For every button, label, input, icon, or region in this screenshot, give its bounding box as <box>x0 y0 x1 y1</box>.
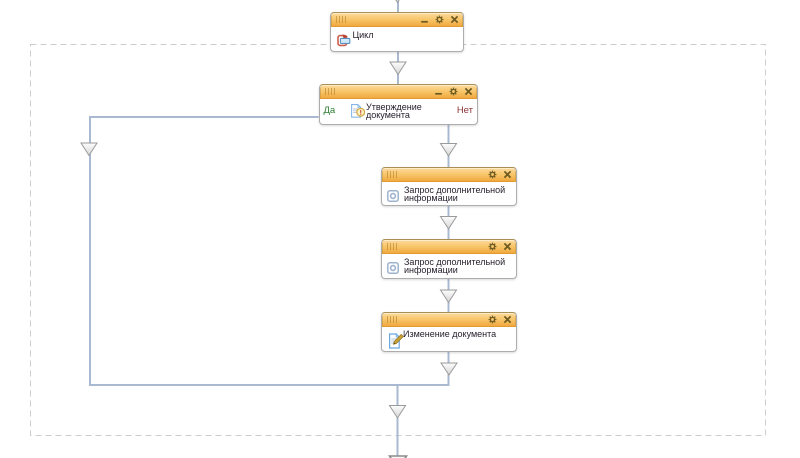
drag-grip-icon[interactable] <box>336 16 346 23</box>
block-request1-label: Запрос дополнительной информации <box>404 184 506 203</box>
task-icon <box>387 190 399 202</box>
arrowhead-request1-to-request2 <box>439 216 458 230</box>
block-request1-titlebar[interactable] <box>382 168 516 182</box>
block-loop-label: Цикл <box>352 30 374 40</box>
block-approve-label: Утверждение документа <box>366 101 422 120</box>
no-branch-label[interactable]: Нет <box>456 105 473 116</box>
task-icon <box>387 262 399 274</box>
yes-branch-label[interactable]: Да <box>323 105 336 116</box>
minimize-icon[interactable] <box>420 15 429 24</box>
block-edit-label: Изменение документа <box>403 328 497 339</box>
arrowhead-loop-to-approval <box>389 61 407 76</box>
settings-icon[interactable] <box>435 15 444 24</box>
close-icon[interactable] <box>503 315 512 324</box>
settings-icon[interactable] <box>488 242 497 251</box>
block-request2-titlebar[interactable] <box>382 240 516 254</box>
arrowhead-edit-down <box>440 362 458 376</box>
block-loop-titlebar[interactable] <box>331 13 463 27</box>
block-edit-document[interactable]: Изменение документа <box>381 312 517 352</box>
arrowhead-yes-branch <box>80 142 98 157</box>
close-icon[interactable] <box>503 242 512 251</box>
arrowhead-no-to-request1 <box>439 143 458 157</box>
block-approve-titlebar[interactable] <box>320 85 477 99</box>
drag-grip-icon[interactable] <box>387 243 397 250</box>
close-icon[interactable] <box>503 170 512 179</box>
arrowhead-request2-to-edit <box>439 289 458 304</box>
loop-icon <box>337 34 351 47</box>
block-request2-label: Запрос дополнительной информации <box>404 256 506 275</box>
drag-grip-icon[interactable] <box>387 171 397 178</box>
arrowhead-loop-exit <box>388 405 407 419</box>
block-edit-titlebar[interactable] <box>382 313 516 327</box>
block-loop[interactable]: Цикл <box>330 12 464 52</box>
drag-grip-icon[interactable] <box>325 88 335 95</box>
close-icon[interactable] <box>450 15 459 24</box>
minimize-icon[interactable] <box>434 87 443 96</box>
block-request-info-2[interactable]: Запрос дополнительной информации <box>381 239 517 279</box>
settings-icon[interactable] <box>449 87 458 96</box>
block-approve-document[interactable]: Да Утверждение документа Нет <box>319 84 478 125</box>
settings-icon[interactable] <box>488 315 497 324</box>
settings-icon[interactable] <box>488 170 497 179</box>
approve-document-icon <box>351 104 365 118</box>
edit-document-icon <box>389 333 404 349</box>
drag-grip-icon[interactable] <box>387 316 397 323</box>
close-icon[interactable] <box>464 87 473 96</box>
arrowhead-top-fragment <box>395 0 400 4</box>
block-request-info-1[interactable]: Запрос дополнительной информации <box>381 167 517 206</box>
